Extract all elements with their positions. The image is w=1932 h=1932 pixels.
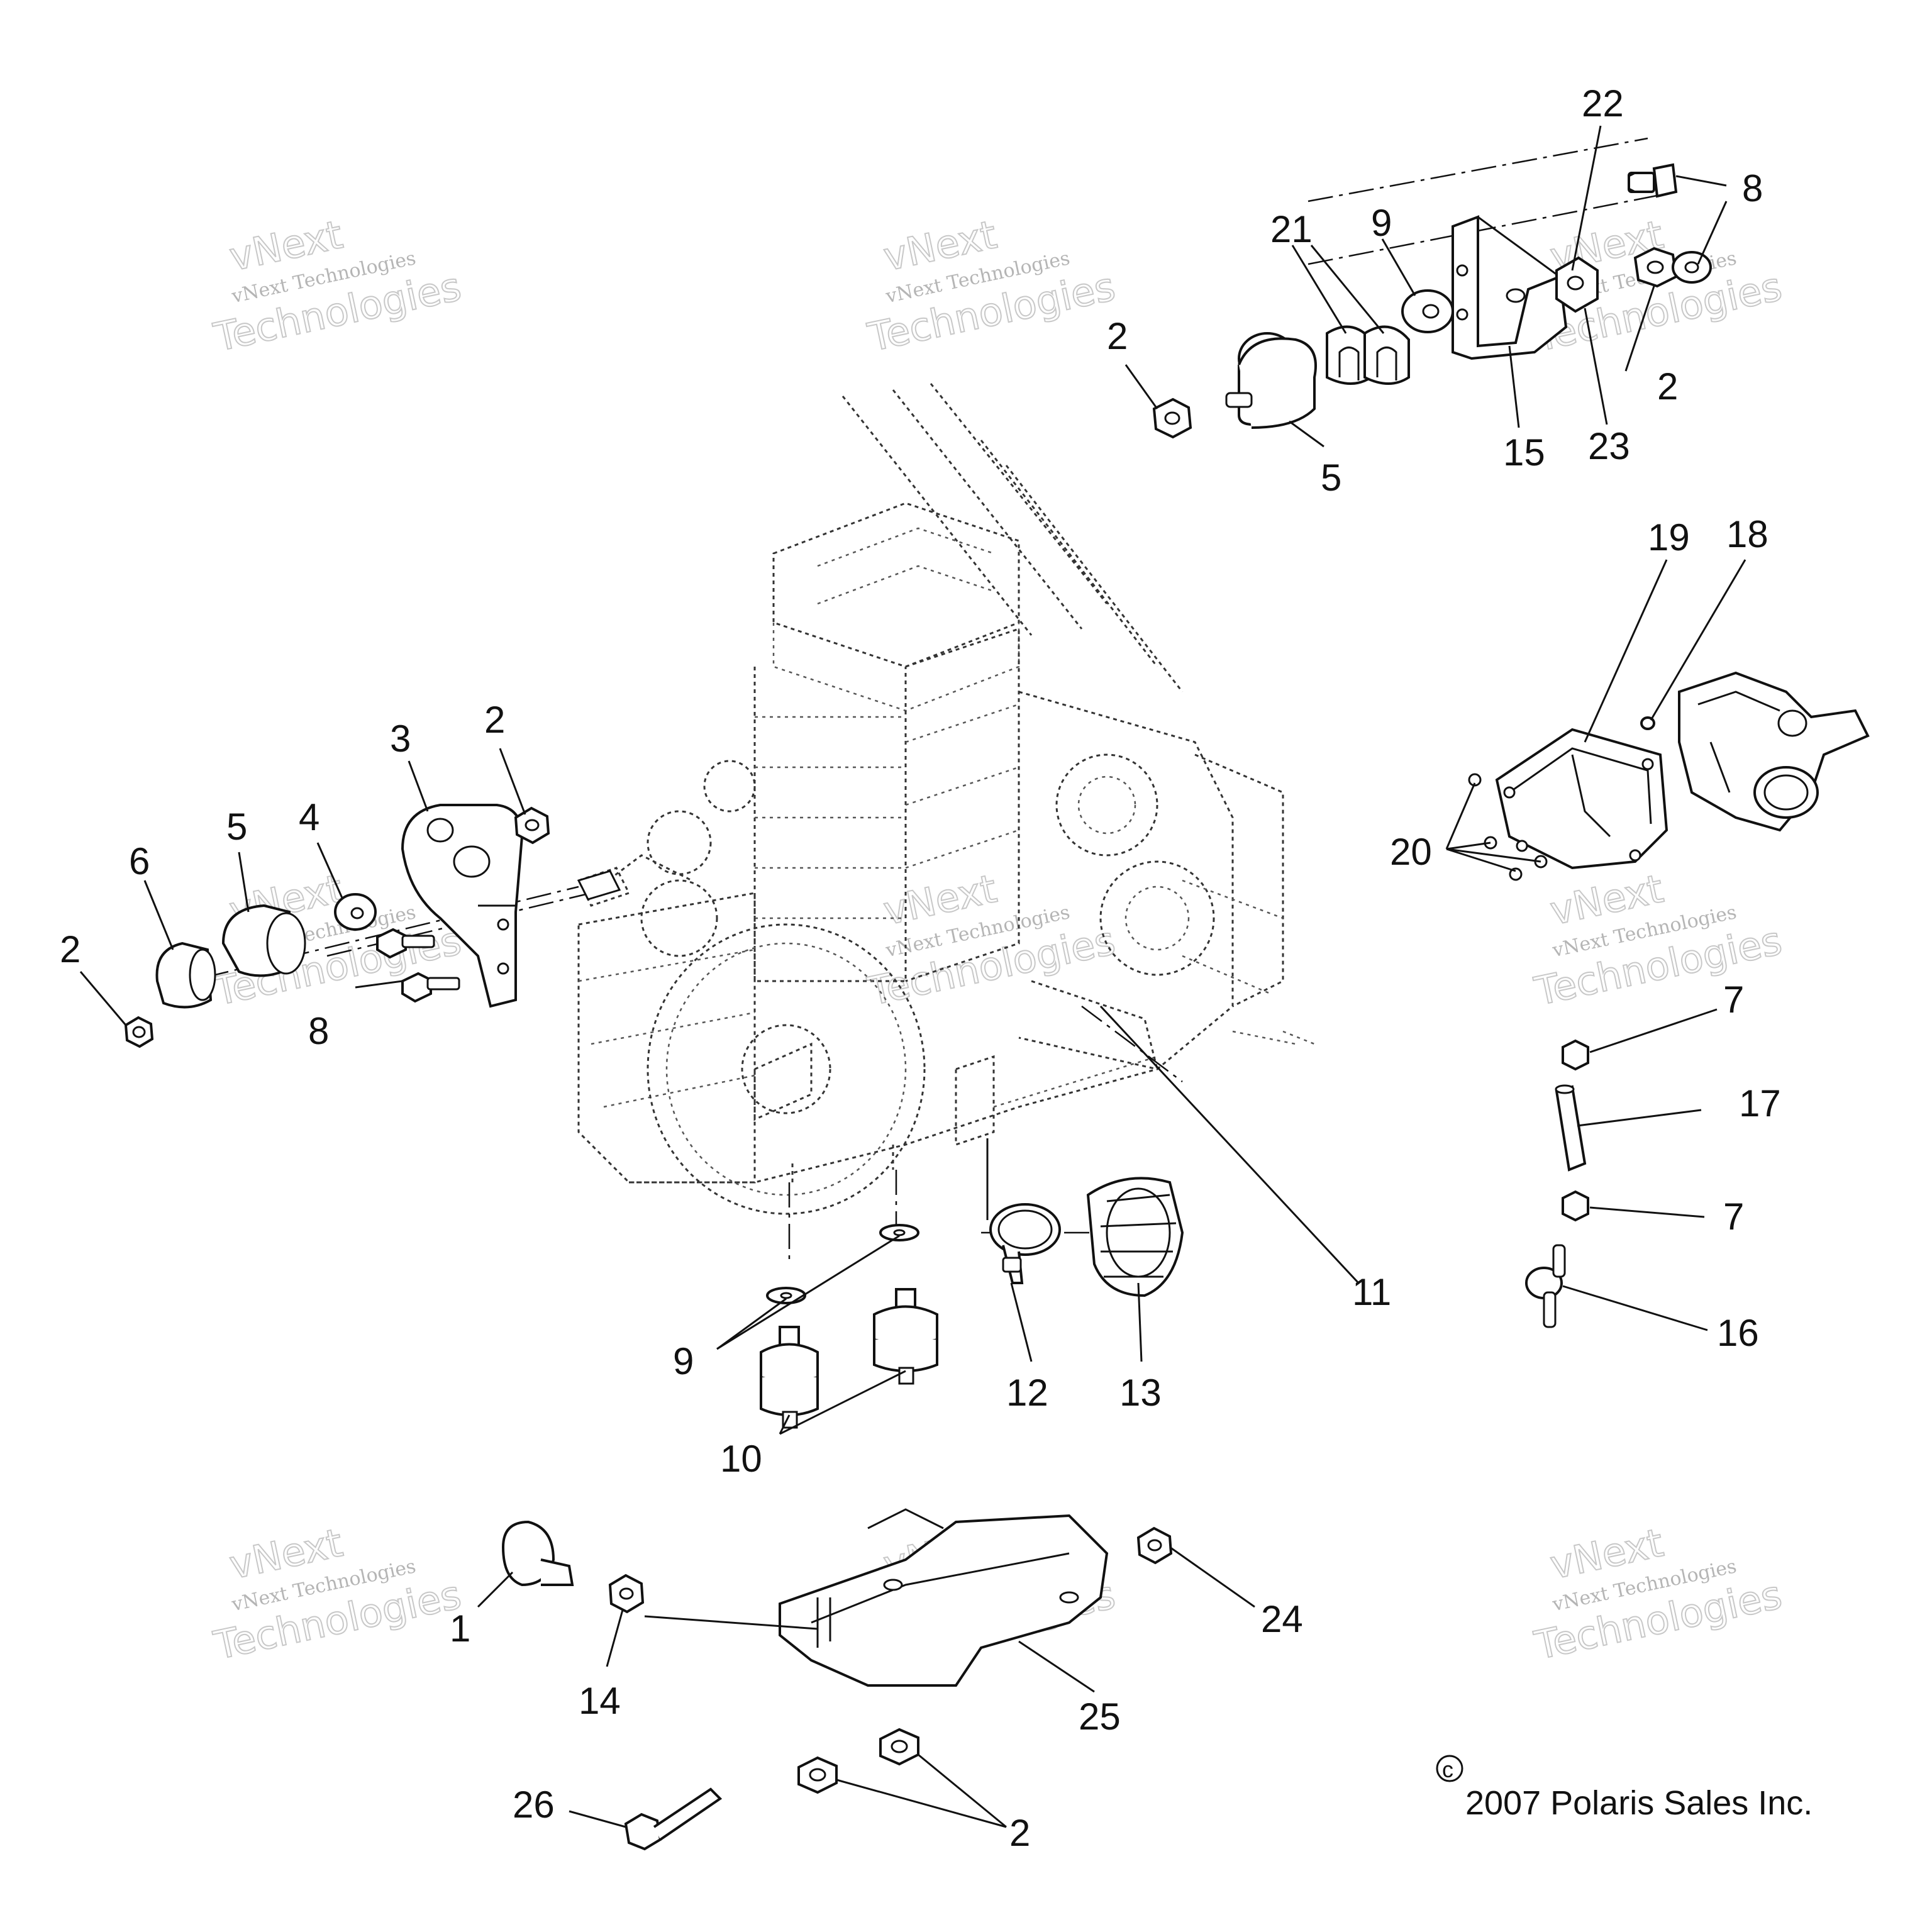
screws-20 — [1468, 773, 1548, 881]
washer-9-top — [1401, 289, 1454, 333]
lower-mount-group — [760, 1177, 1184, 1429]
callout-15: 15 — [1503, 431, 1545, 474]
callout-7: 7 — [1723, 1196, 1744, 1238]
clamp-12 — [989, 1203, 1061, 1284]
watermark: vNext vNext Technologies Technologies — [863, 211, 1120, 361]
nut-2-left — [124, 1016, 154, 1048]
stud-16 — [1525, 1244, 1566, 1328]
bushing-1 — [501, 1520, 574, 1587]
washer-9-bottom-right — [879, 1224, 919, 1241]
nut-22-23 — [1555, 256, 1599, 313]
callout-9: 9 — [673, 1340, 694, 1382]
shims-21 — [1326, 325, 1410, 385]
leader-lines — [79, 125, 1746, 1828]
watermark: vNext vNext Technologies Technologies — [1530, 1519, 1787, 1669]
copyright-notice: c 2007 Polaris Sales Inc. — [1436, 1755, 1813, 1822]
callout-6: 6 — [129, 840, 150, 882]
washer-4 — [334, 893, 377, 931]
pin-group — [1525, 1039, 1589, 1328]
pin-17 — [1555, 1084, 1587, 1172]
callout-9: 9 — [1371, 202, 1392, 244]
front-mount-group — [1152, 163, 1712, 439]
nut-14 — [608, 1574, 645, 1614]
nut-2-left-upper — [514, 806, 550, 845]
bolts-8-left — [376, 928, 460, 1003]
watermarks: vNext vNext Technologies Technologies vN… — [209, 211, 1787, 1669]
washer-8-top — [1672, 251, 1712, 284]
callout-3: 3 — [390, 718, 411, 760]
callout-16: 16 — [1717, 1312, 1759, 1354]
bracket-25 — [779, 1508, 1109, 1687]
callout-18: 18 — [1726, 513, 1768, 555]
nut-2-bottom-left — [797, 1756, 838, 1794]
callout-2: 2 — [1009, 1812, 1030, 1854]
callout-7: 7 — [1723, 979, 1744, 1021]
callout-4: 4 — [299, 796, 319, 838]
callout-17: 17 — [1739, 1082, 1781, 1124]
throttle-body — [1678, 671, 1870, 832]
callout-2: 2 — [484, 699, 505, 741]
callout-11: 11 — [1352, 1271, 1391, 1313]
boot-13 — [1086, 1177, 1184, 1297]
cushion-5-top — [1225, 332, 1317, 429]
watermark: vNext vNext Technologies Technologies — [863, 865, 1120, 1015]
callout-2: 2 — [1657, 365, 1678, 408]
callout-labels: 22 8 21 9 2 2 15 23 5 19 18 20 3 2 5 4 6… — [60, 82, 1781, 1854]
callout-21: 21 — [1270, 208, 1313, 250]
isolator-10-right — [873, 1288, 938, 1385]
cover-19 — [1495, 728, 1668, 870]
screw-18 — [1640, 716, 1655, 730]
engine-phantom — [577, 383, 1315, 1215]
nut-2-bottom-right — [879, 1728, 919, 1766]
throttle-body-group — [1468, 671, 1870, 881]
nut-2-topright — [1633, 247, 1678, 288]
callout-2: 2 — [1107, 315, 1128, 357]
nut-2-top — [1152, 397, 1192, 439]
callout-10: 10 — [720, 1438, 762, 1480]
callout-12: 12 — [1006, 1372, 1048, 1414]
callout-22: 22 — [1582, 82, 1624, 125]
grommet-7-lower — [1562, 1190, 1589, 1222]
callout-20: 20 — [1390, 831, 1432, 873]
callout-25: 25 — [1079, 1696, 1121, 1738]
watermark: vNext vNext Technologies Technologies — [1530, 865, 1787, 1015]
bolt-8-top — [1628, 163, 1678, 198]
callout-1: 1 — [450, 1607, 470, 1650]
cushion-5-left — [221, 904, 306, 977]
cup-6 — [155, 941, 216, 1009]
rear-mount-group — [124, 804, 621, 1048]
callout-13: 13 — [1119, 1372, 1162, 1414]
callout-5: 5 — [226, 806, 247, 848]
copyright-text: 2007 Polaris Sales Inc. — [1465, 1784, 1813, 1822]
isolator-10-left — [760, 1326, 819, 1429]
copyright-symbol: c — [1442, 1757, 1453, 1782]
callout-26: 26 — [513, 1784, 555, 1826]
callout-24: 24 — [1261, 1598, 1303, 1640]
copyright-icon — [1436, 1755, 1463, 1782]
washer-9-bottom-left — [766, 1287, 806, 1304]
bolt-26 — [624, 1787, 723, 1851]
skid-mount-group — [501, 1508, 1173, 1851]
spacer-tube — [577, 870, 621, 901]
callout-5: 5 — [1321, 457, 1341, 499]
callout-14: 14 — [579, 1680, 621, 1722]
watermark: vNext vNext Technologies Technologies — [209, 1519, 466, 1669]
callout-8: 8 — [1742, 167, 1763, 209]
nut-24 — [1136, 1526, 1173, 1565]
callout-23: 23 — [1588, 425, 1630, 467]
callout-2: 2 — [60, 928, 80, 970]
callout-19: 19 — [1648, 516, 1690, 558]
watermark: vNext vNext Technologies Technologies — [209, 211, 466, 361]
callout-8: 8 — [308, 1010, 329, 1052]
grommet-7-upper — [1562, 1039, 1589, 1071]
